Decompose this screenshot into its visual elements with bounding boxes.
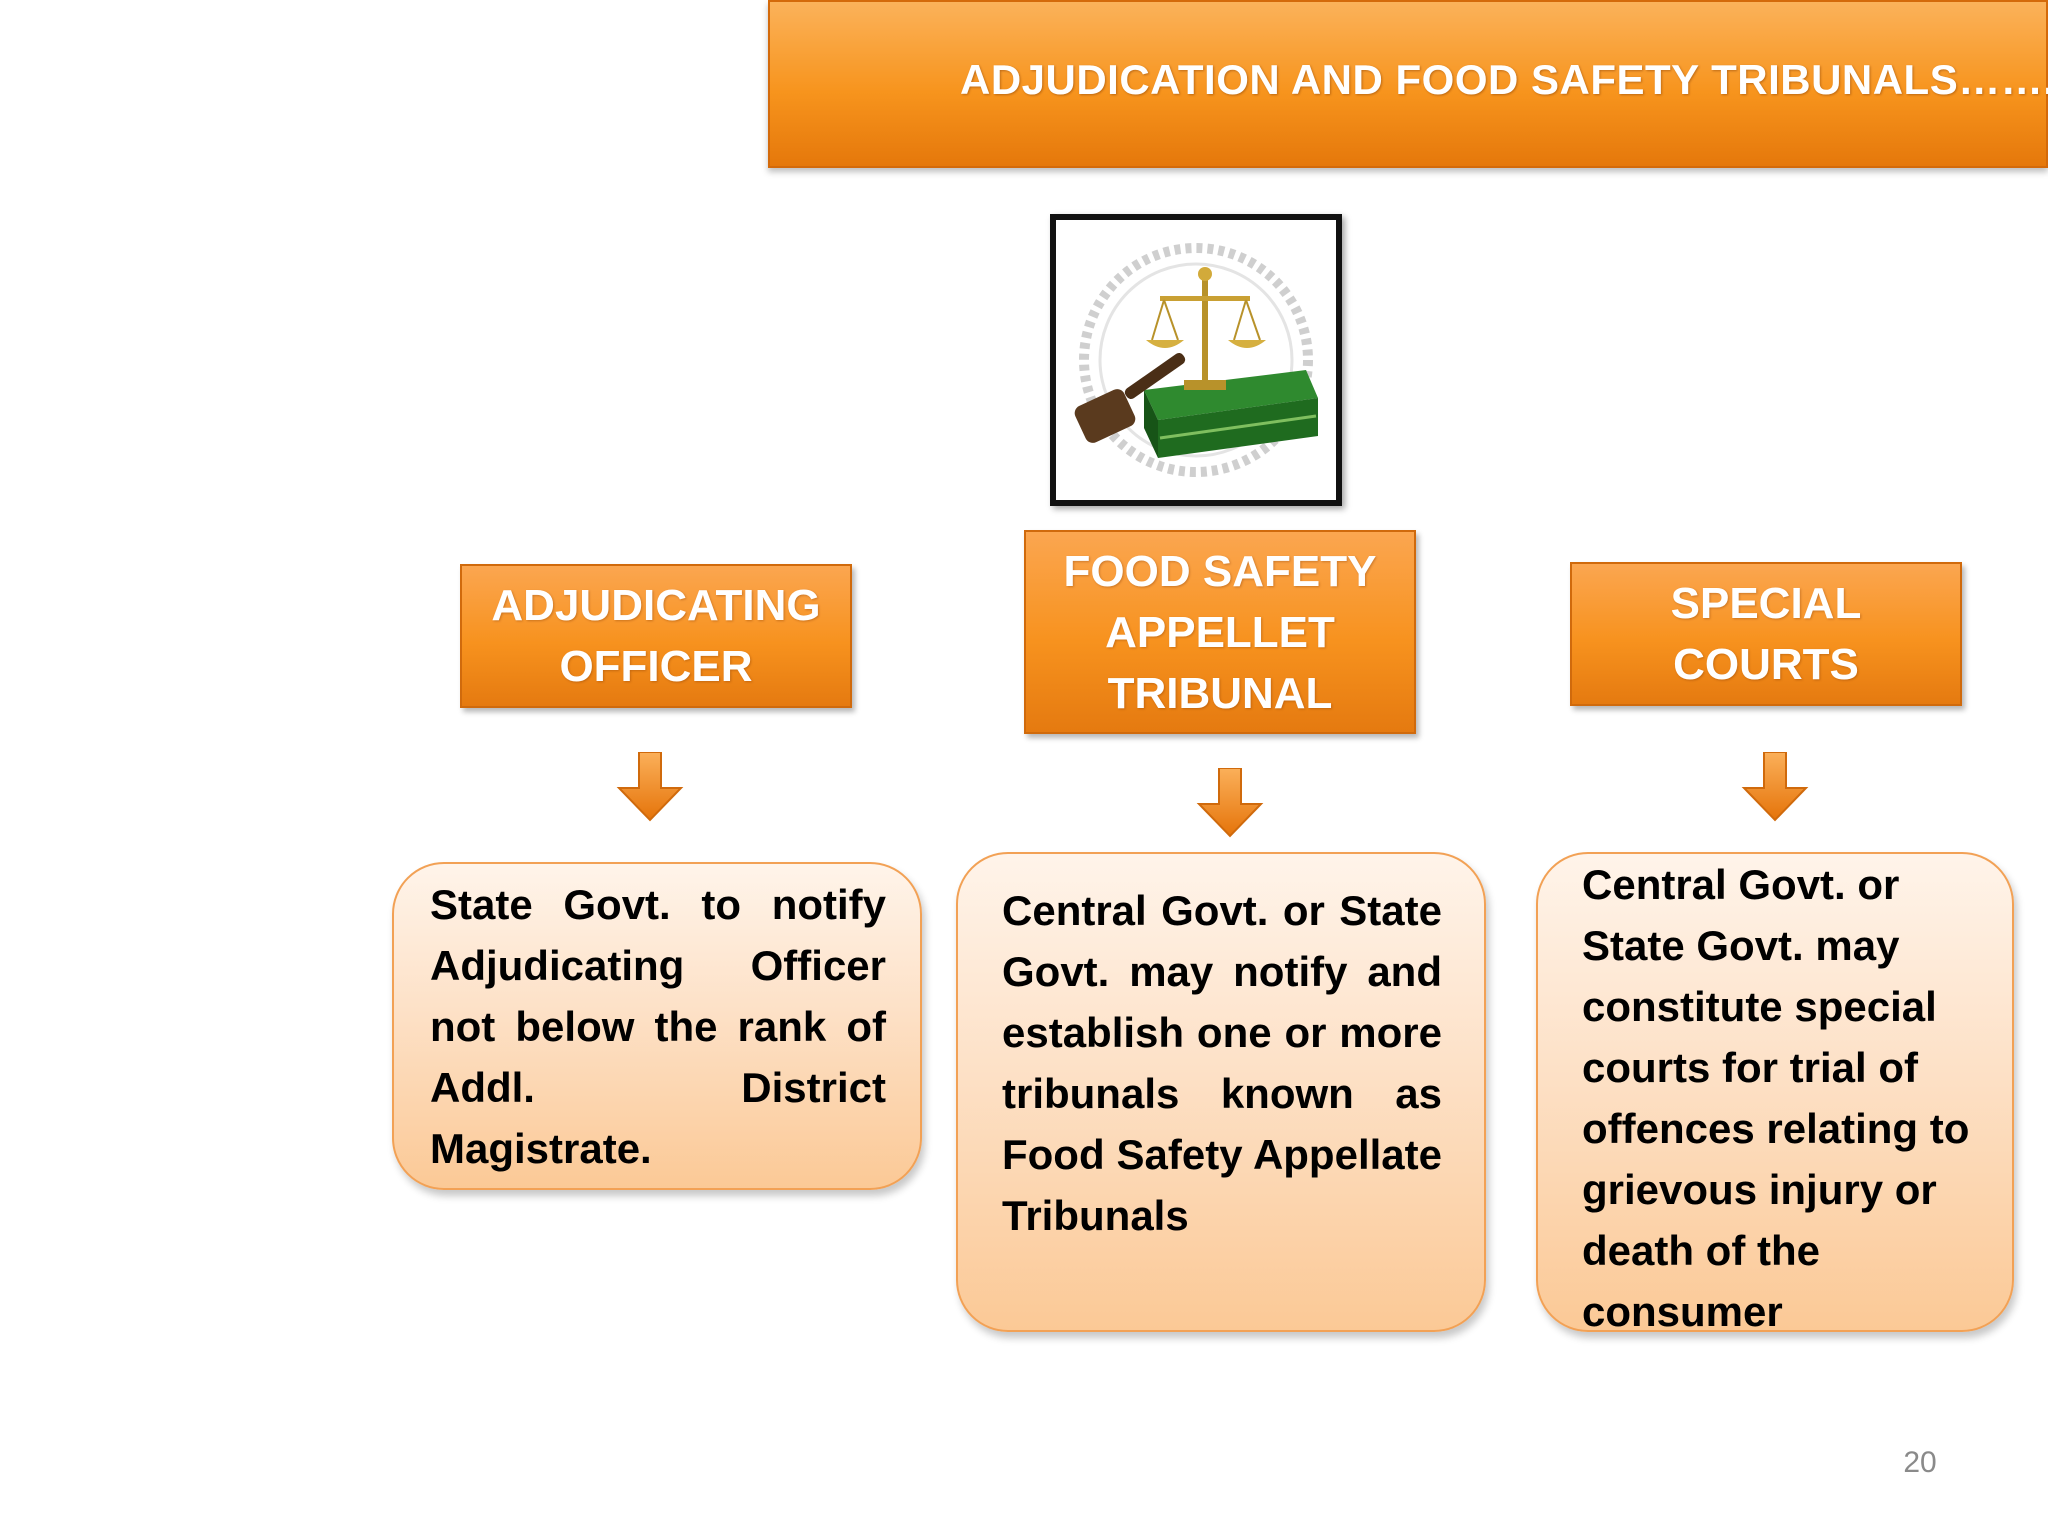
down-arrow-icon bbox=[1196, 768, 1264, 838]
food-safety-appellet-tribunal-description: Central Govt. or State Govt. may notify … bbox=[956, 852, 1486, 1332]
justice-emblem-logo bbox=[1050, 214, 1342, 506]
page-number: 20 bbox=[1903, 1446, 1937, 1479]
adjudicating-officer-description: State Govt. to notify Adjudicating Offic… bbox=[392, 862, 922, 1190]
food-safety-appellet-tribunal-header-label: FOOD SAFETY APPELLET TRIBUNAL bbox=[1063, 546, 1377, 718]
scales-gavel-book-icon bbox=[1074, 243, 1318, 477]
slide-title: ADJUDICATION AND FOOD SAFETY TRIBUNALS……… bbox=[960, 56, 2048, 103]
adjudicating-officer-text: State Govt. to notify Adjudicating Offic… bbox=[430, 881, 886, 1172]
special-courts-text: Central Govt. or State Govt. may constit… bbox=[1582, 861, 1970, 1335]
special-courts-description: Central Govt. or State Govt. may constit… bbox=[1536, 852, 2014, 1335]
down-arrow-icon bbox=[616, 752, 684, 822]
down-arrow-icon bbox=[1741, 752, 1809, 822]
title-bar bbox=[768, 0, 2048, 168]
adjudicating-officer-header: ADJUDICATING OFFICER bbox=[460, 564, 852, 708]
adjudicating-officer-header-label: ADJUDICATING OFFICER bbox=[491, 581, 821, 691]
special-courts-header: SPECIAL COURTS bbox=[1570, 562, 1962, 706]
food-safety-appellet-tribunal-text: Central Govt. or State Govt. may notify … bbox=[1002, 887, 1442, 1239]
food-safety-appellet-tribunal-header: FOOD SAFETY APPELLET TRIBUNAL bbox=[1024, 530, 1416, 734]
special-courts-header-label: SPECIAL COURTS bbox=[1670, 579, 1862, 689]
